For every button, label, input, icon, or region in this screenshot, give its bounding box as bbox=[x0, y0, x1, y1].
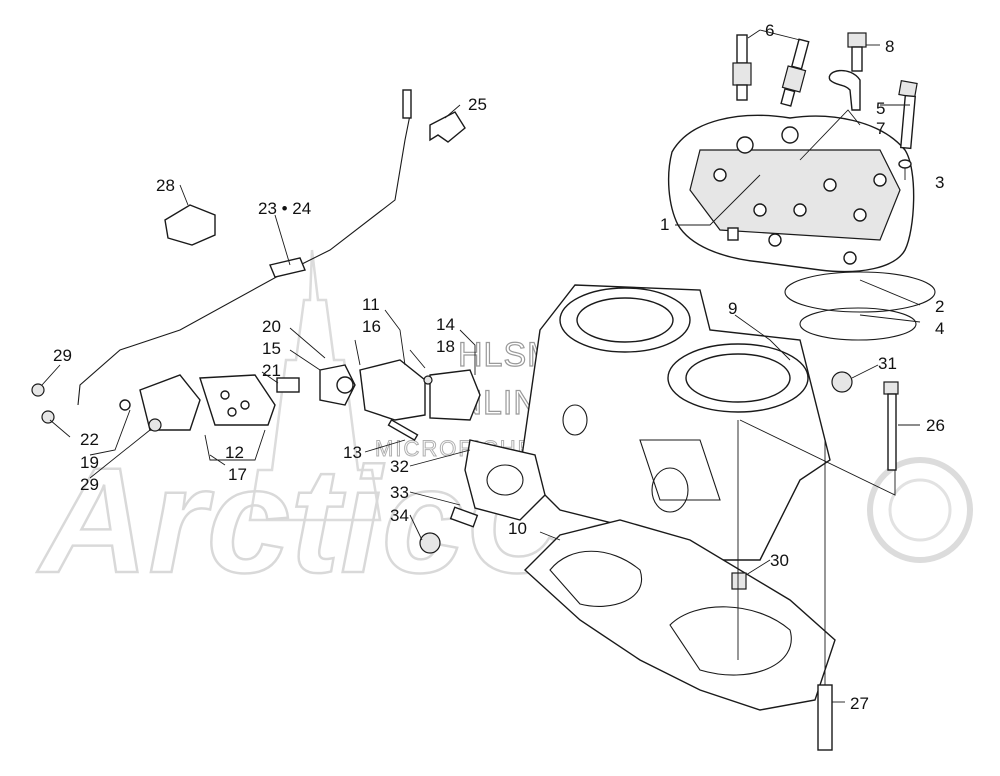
callout-29-top: 29 bbox=[53, 346, 72, 365]
callout-23-24: 23 • 24 bbox=[258, 199, 311, 218]
callout-22: 22 bbox=[80, 430, 99, 449]
callout-18: 18 bbox=[436, 337, 455, 356]
screw-29a bbox=[31, 383, 45, 397]
cylinder-block bbox=[519, 284, 831, 561]
washer-3 bbox=[898, 159, 912, 169]
callout-32: 32 bbox=[390, 457, 409, 476]
callout-4: 4 bbox=[935, 319, 944, 338]
watermark-tower bbox=[248, 249, 382, 522]
stud-33 bbox=[449, 506, 479, 528]
clip-25 bbox=[429, 111, 466, 143]
exhaust-gasket-32 bbox=[464, 439, 546, 521]
callout-19: 19 bbox=[80, 453, 99, 472]
screw-22 bbox=[41, 410, 55, 424]
dowel-30 bbox=[731, 572, 747, 590]
callout-5: 5 bbox=[876, 99, 885, 118]
bolt-5 bbox=[898, 80, 918, 150]
callout-34: 34 bbox=[390, 506, 409, 525]
nut-31 bbox=[831, 371, 853, 393]
cylinder-head bbox=[667, 114, 915, 273]
bolt-8 bbox=[847, 32, 867, 72]
callout-11: 11 bbox=[362, 295, 380, 314]
spark-plugs bbox=[732, 34, 810, 107]
cable-23-24 bbox=[77, 95, 411, 406]
callout-13: 13 bbox=[343, 443, 362, 462]
callout-16: 16 bbox=[362, 317, 381, 336]
leader-lines bbox=[41, 29, 921, 703]
callout-17: 17 bbox=[228, 465, 247, 484]
cable-end bbox=[402, 89, 412, 119]
valve-body-14 bbox=[429, 369, 481, 421]
watermark-wheel bbox=[867, 457, 973, 563]
callout-33: 33 bbox=[390, 483, 409, 502]
callout-6: 6 bbox=[765, 21, 774, 40]
callout-2: 2 bbox=[935, 297, 944, 316]
stud-27 bbox=[817, 684, 833, 751]
pin-13 bbox=[387, 418, 419, 442]
callout-14: 14 bbox=[436, 315, 455, 334]
callout-9: 9 bbox=[728, 299, 737, 318]
watermark-wheel-hub bbox=[888, 478, 952, 542]
washer-19 bbox=[119, 399, 131, 411]
callout-30: 30 bbox=[770, 551, 789, 570]
callout-20: 20 bbox=[262, 317, 281, 336]
o-ring-4 bbox=[799, 307, 917, 341]
callout-26: 26 bbox=[926, 416, 945, 435]
valve-assembly bbox=[276, 359, 481, 442]
callout-21: 21 bbox=[262, 361, 281, 380]
callout-12: 12 bbox=[225, 443, 244, 462]
boot-28 bbox=[164, 204, 216, 246]
screw-29b bbox=[148, 418, 162, 432]
callout-3: 3 bbox=[935, 173, 944, 192]
nut-34 bbox=[419, 532, 441, 554]
callout-25: 25 bbox=[468, 95, 487, 114]
callout-27: 27 bbox=[850, 694, 869, 713]
callout-31: 31 bbox=[878, 354, 897, 373]
o-ring-2 bbox=[784, 271, 936, 313]
callout-29-bottom: 29 bbox=[80, 475, 99, 494]
callout-10: 10 bbox=[508, 519, 527, 538]
bolt-26 bbox=[883, 381, 899, 471]
callout-28: 28 bbox=[156, 176, 175, 195]
valve-cover bbox=[139, 374, 276, 431]
callout-15: 15 bbox=[262, 339, 281, 358]
callout-8: 8 bbox=[885, 37, 894, 56]
base-gasket bbox=[523, 519, 836, 711]
spring-21 bbox=[276, 377, 300, 393]
callout-1: 1 bbox=[660, 215, 669, 234]
callout-7: 7 bbox=[876, 119, 885, 138]
callouts: 1 2 3 4 5 6 7 8 9 10 11 12 13 14 15 16 1… bbox=[53, 21, 945, 713]
bracket-7 bbox=[828, 69, 861, 111]
